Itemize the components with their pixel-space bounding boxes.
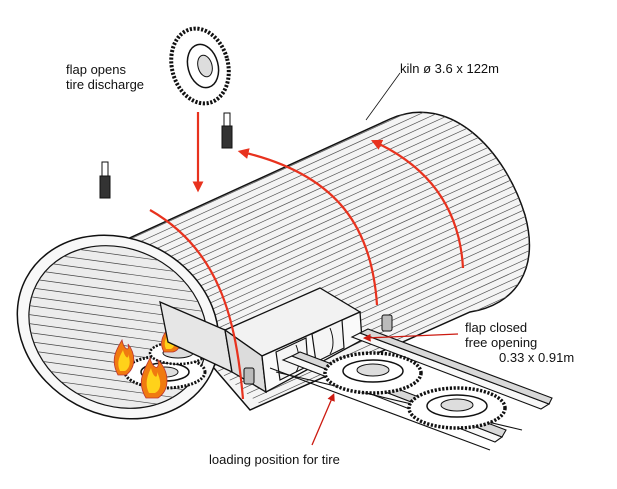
flap-closed-line1: flap closed — [465, 320, 528, 335]
flow-arrows — [149, 112, 465, 400]
tires-on-rails — [323, 351, 507, 430]
post-icon — [99, 161, 111, 199]
flap-closed-label: flap closed free opening 0.33 x 0.91m — [465, 320, 574, 365]
rotation-arrow — [371, 139, 465, 269]
tire-icon — [323, 351, 423, 395]
loading-position-label: loading position for tire — [209, 452, 340, 467]
flap-opens-line2: tire discharge — [66, 77, 145, 92]
flame-icon — [113, 338, 135, 376]
kiln-dimension-label: kiln ø 3.6 x 122m — [400, 61, 499, 76]
loading-chute — [159, 287, 393, 394]
flap-opens-line1: flap opens — [66, 62, 126, 77]
hinge-left — [243, 367, 255, 385]
hinge-right — [381, 314, 393, 332]
rotation-arrow — [149, 209, 245, 400]
tire-icon — [169, 26, 231, 106]
flap-closed-line3: 0.33 x 0.91m — [499, 350, 575, 365]
flap-opens-label: flap opens tire discharge — [66, 62, 144, 92]
label-pointers — [311, 72, 459, 446]
rotation-arrow — [237, 148, 379, 306]
tire-icon — [407, 386, 507, 430]
flap-closed-line2: free opening — [465, 335, 538, 350]
flame-icon — [140, 356, 168, 399]
post-icon — [221, 112, 233, 149]
